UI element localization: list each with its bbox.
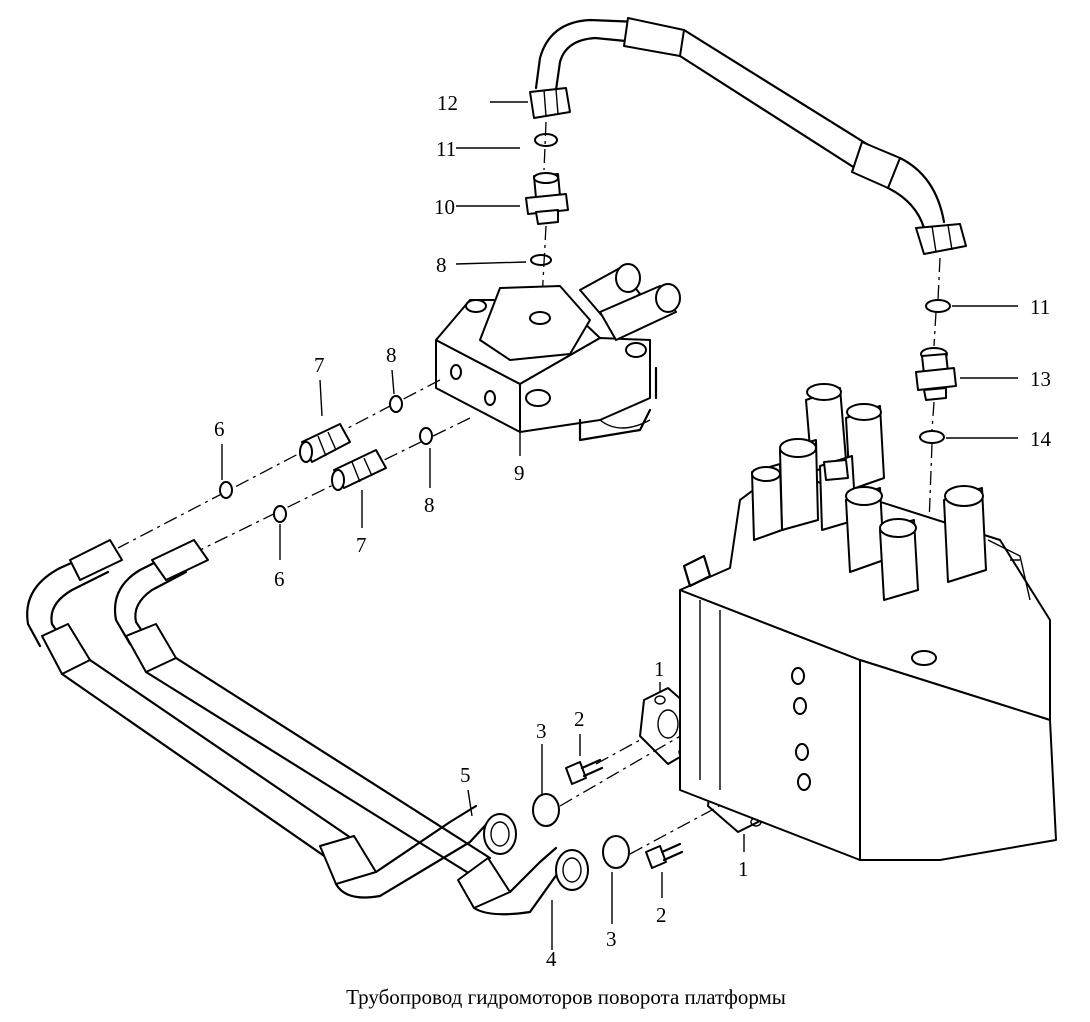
- callout-6-upper: 6: [214, 417, 225, 441]
- seal-ring-11-right: [925, 299, 951, 313]
- seal-ring-6-lower: [273, 505, 287, 523]
- adapter-10: [525, 172, 569, 225]
- callout-10: 10: [434, 195, 455, 219]
- callout-14: 14: [1030, 427, 1052, 451]
- callout-12: 12: [437, 91, 458, 115]
- diagram-caption: Трубопровод гидромоторов поворота платфо…: [346, 985, 786, 1009]
- fitting-7-upper: [299, 423, 351, 463]
- callout-1-upper: 1: [654, 657, 665, 681]
- fitting-7-lower: [331, 449, 387, 491]
- flange-end-4: [555, 849, 589, 891]
- callout-8-left-upper: 8: [386, 343, 397, 367]
- upper-pipe: [534, 17, 946, 230]
- seal-ring-8-left-upper: [389, 395, 403, 413]
- o-ring-3-lower: [602, 835, 630, 869]
- callout-1-lower: 1: [738, 857, 749, 881]
- leader-lines: [221, 101, 1018, 950]
- callout-4: 4: [546, 947, 557, 971]
- callout-13: 13: [1030, 367, 1051, 391]
- bolt-2-upper: [565, 758, 604, 785]
- valve-block-9: [435, 263, 681, 442]
- seal-ring-8-top: [530, 254, 552, 266]
- callout-5: 5: [460, 763, 471, 787]
- callout-2-lower: 2: [656, 903, 667, 927]
- callout-7-upper: 7: [314, 353, 325, 377]
- callout-9: 9: [514, 461, 525, 485]
- flange-end-5: [483, 813, 517, 855]
- callout-11-right: 11: [1030, 295, 1050, 319]
- callout-7-lower: 7: [356, 533, 367, 557]
- callout-11-left: 11: [436, 137, 456, 161]
- adapter-13: [915, 347, 957, 401]
- callout-8-left-lower: 8: [424, 493, 435, 517]
- nut-12: [529, 87, 571, 119]
- seal-ring-6-upper: [219, 481, 233, 499]
- left-pipes: [26, 539, 574, 916]
- nut-right: [915, 223, 967, 255]
- seal-ring-14: [919, 430, 945, 444]
- callout-3-upper: 3: [536, 719, 547, 743]
- callout-2-upper: 2: [574, 707, 585, 731]
- callout-6-lower: 6: [274, 567, 285, 591]
- callout-3-lower: 3: [606, 927, 617, 951]
- bolt-2-lower: [645, 842, 684, 869]
- control-valve-body: [679, 383, 1057, 861]
- seal-ring-8-left-lower: [419, 427, 433, 445]
- o-ring-3-upper: [532, 793, 560, 827]
- callout-8-top: 8: [436, 253, 447, 277]
